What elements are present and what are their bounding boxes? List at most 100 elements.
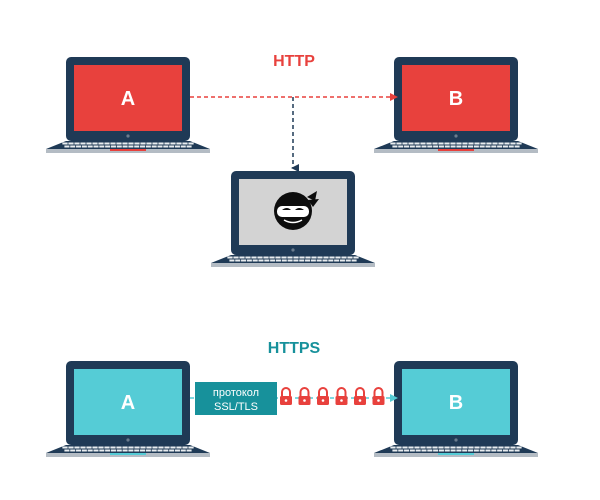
keyboard-key xyxy=(473,145,479,148)
keyboard-key xyxy=(158,446,164,449)
keyboard-key xyxy=(116,449,122,452)
keyboard-key xyxy=(438,449,444,452)
keyboard-key xyxy=(498,446,504,449)
keyboard-key xyxy=(164,446,170,449)
keyboard-key xyxy=(474,142,480,145)
keyboard-key xyxy=(145,449,151,452)
keyboard-key xyxy=(99,145,105,148)
keyboard-key xyxy=(145,145,151,148)
keyboard-key xyxy=(174,145,180,148)
keyboard-key xyxy=(408,142,414,145)
keyboard-key xyxy=(229,259,235,262)
keyboard-key xyxy=(227,256,233,259)
padlock-chain xyxy=(280,387,385,405)
keyboard-key xyxy=(99,449,105,452)
keyboard-key xyxy=(480,446,486,449)
keyboard-key xyxy=(516,446,522,449)
keyboard-key xyxy=(105,145,111,148)
keyboard-key xyxy=(180,145,186,148)
keyboard-key xyxy=(486,446,492,449)
keyboard-key xyxy=(468,142,474,145)
keyboard-key xyxy=(182,446,188,449)
keyboard-key xyxy=(317,256,323,259)
laptop-a-label: A xyxy=(121,392,135,414)
laptop-keyboard-deck xyxy=(374,445,538,453)
keyboard-key xyxy=(392,449,398,452)
keyboard-key xyxy=(427,145,433,148)
laptop-screen xyxy=(402,369,510,435)
keyboard-key xyxy=(110,145,116,148)
laptop-trackpad-led xyxy=(110,453,146,455)
keyboard-key xyxy=(409,449,415,452)
keyboard-key xyxy=(80,142,86,145)
keyboard-key xyxy=(188,142,194,145)
keyboard-key xyxy=(239,256,245,259)
keyboard-key xyxy=(182,142,188,145)
keyboard-key xyxy=(510,142,516,145)
padlock-icon xyxy=(335,387,348,405)
keyboard-key xyxy=(462,446,468,449)
laptop-screen xyxy=(402,65,510,131)
keyboard-key xyxy=(62,446,68,449)
keyboard-key xyxy=(146,142,152,145)
keyboard-key xyxy=(258,259,264,262)
keyboard-key xyxy=(444,145,450,148)
keyboard-key xyxy=(392,145,398,148)
keyboard-key xyxy=(329,256,335,259)
keyboard-key xyxy=(186,145,192,148)
keyboard-key xyxy=(510,446,516,449)
keyboard-key xyxy=(92,142,98,145)
keyboard-key xyxy=(70,449,76,452)
keyboard-key xyxy=(128,446,134,449)
keyboard-key xyxy=(152,142,158,145)
keyboard-key xyxy=(110,142,116,145)
keyboard-key xyxy=(396,446,402,449)
keyboard-key xyxy=(140,145,146,148)
protocol-box-line2: SSL/TLS xyxy=(214,401,258,413)
http-title: HTTP xyxy=(273,53,315,70)
keyboard-key xyxy=(98,446,104,449)
keyboard-key xyxy=(157,449,163,452)
keyboard-key xyxy=(328,259,334,262)
keyboard-key xyxy=(414,446,420,449)
keyboard-key xyxy=(504,142,510,145)
laptop-trackpad-led xyxy=(438,453,474,455)
keyboard-key xyxy=(404,145,410,148)
keyboard-key xyxy=(396,142,402,145)
keyboard-key xyxy=(93,145,99,148)
padlock-icon xyxy=(372,387,385,405)
keyboard-key xyxy=(316,259,322,262)
keyboard-key xyxy=(508,449,514,452)
interceptor-laptop xyxy=(211,171,375,267)
keyboard-key xyxy=(450,449,456,452)
keyboard-key xyxy=(140,446,146,449)
padlock-icon xyxy=(317,387,329,405)
keyboard-key xyxy=(104,142,110,145)
keyboard-key xyxy=(93,449,99,452)
laptop-screen xyxy=(74,369,182,435)
keyboard-key xyxy=(68,142,74,145)
keyboard-key xyxy=(408,446,414,449)
keyboard-key xyxy=(76,145,82,148)
keyboard-key xyxy=(92,446,98,449)
keyboard-key xyxy=(398,145,404,148)
keyboard-key xyxy=(311,256,317,259)
laptop-a-label: A xyxy=(121,88,135,110)
keyboard-key xyxy=(485,449,491,452)
keyboard-key xyxy=(390,446,396,449)
keyboard-key xyxy=(323,256,329,259)
keyboard-key xyxy=(456,446,462,449)
keyboard-key xyxy=(110,449,116,452)
keyboard-key xyxy=(174,449,180,452)
keyboard-key xyxy=(64,449,70,452)
https-laptop-b: B xyxy=(374,361,538,457)
keyboard-key xyxy=(81,145,87,148)
keyboard-key xyxy=(456,145,462,148)
keyboard-key xyxy=(287,256,293,259)
keyboard-key xyxy=(339,259,345,262)
keyboard-key xyxy=(152,446,158,449)
keyboard-key xyxy=(235,259,241,262)
keyboard-key xyxy=(347,256,353,259)
laptop-b-label: B xyxy=(449,392,463,414)
keyboard-key xyxy=(444,449,450,452)
